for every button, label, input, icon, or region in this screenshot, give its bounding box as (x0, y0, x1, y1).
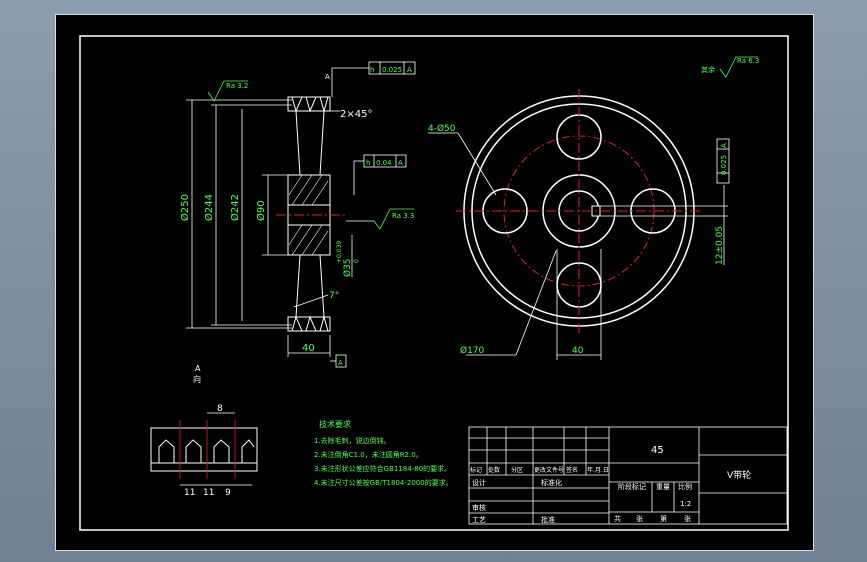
tol-frame-top (331, 61, 416, 97)
tol-mid-datum: A (398, 159, 403, 167)
tb-h-5: 年.月.日 (587, 466, 609, 474)
groove-dim-lines (180, 412, 252, 486)
cad-drawing: Ø250 Ø244 Ø242 Ø90 Ø35 +0.039 0 40 7° 2×… (79, 35, 789, 531)
roughness-bore: Ra 3.3 (392, 212, 414, 220)
front-dim-lines (428, 132, 728, 360)
section-view (287, 96, 331, 332)
tol-top-symbol: h (370, 66, 374, 74)
tol-frame-right (716, 138, 730, 184)
tb-approve: 批准 (541, 515, 555, 524)
rim-top (287, 96, 331, 112)
tol-mid-symbol: h (366, 159, 370, 167)
tb-weight-label: 重量 (656, 483, 670, 491)
note-1: 1.去除毛刺，锐边倒钝。 (314, 436, 391, 445)
dim-bore-tol-lower: 0 (353, 259, 360, 263)
tb-sheet-no: 第 (660, 514, 667, 523)
dim-hub: 40 (572, 346, 584, 356)
note-4: 4.未注尺寸公差按GB/T1804-2000的要求。 (314, 478, 453, 487)
roughness-general-prefix: 其余 (701, 65, 715, 74)
tb-material: 45 (651, 445, 664, 456)
note-2: 2.未注倒角C1.0，未注圆角R2.0。 (314, 450, 423, 459)
cad-viewport[interactable]: Ø250 Ø244 Ø242 Ø90 Ø35 +0.039 0 40 7° 2×… (55, 14, 814, 551)
dim-holes: 4-Ø50 (428, 123, 456, 134)
dim-bore-tol-upper: +0.039 (336, 241, 343, 263)
roughness-general-icon (719, 56, 758, 78)
groove-dim-0: 8 (217, 404, 223, 414)
section-label-a: A (195, 364, 201, 373)
roughness-top-icon (207, 80, 248, 102)
section-hatching (288, 174, 329, 256)
dim-d244: Ø244 (203, 194, 215, 221)
dim-bore: Ø35 (342, 258, 353, 277)
datum-a-label: A (338, 359, 343, 367)
groove-dim-3: 9 (225, 488, 231, 498)
angle-leader (293, 294, 329, 308)
section-mark-a: A (325, 73, 330, 81)
roughness-general: Ra 6.3 (737, 57, 759, 65)
dim-keyway: 12±0.05 (715, 226, 725, 265)
tb-sheet-total: 共 (614, 514, 621, 523)
roughness-top: Ra 3.2 (226, 82, 248, 90)
dim-d250: Ø250 (179, 194, 191, 221)
section-label-dir: 向 (193, 374, 201, 384)
tb-scale-label: 比例 (678, 482, 692, 491)
section-dim-lines (186, 99, 353, 357)
dim-d242: Ø242 (229, 194, 241, 221)
dim-width: 40 (302, 343, 315, 354)
tb-process: 工艺 (472, 516, 486, 524)
grooves-bottom (291, 315, 329, 332)
tb-h-4: 签名 (566, 466, 578, 474)
note-3: 3.未注形状公差应符合GB1184-80的要求。 (314, 464, 451, 473)
front-view (456, 89, 702, 333)
tb-standardize: 标准化 (541, 478, 562, 487)
groove-dim-2: 11 (203, 488, 214, 498)
groove-detail (150, 427, 258, 472)
dim-d90: Ø90 (255, 200, 267, 221)
tb-h-0: 标记 (470, 466, 482, 474)
grooves-top (291, 96, 329, 113)
tol-mid-value: 0.04 (376, 159, 392, 167)
groove-centerlines (179, 420, 236, 479)
tb-design: 设计 (472, 478, 486, 487)
tb-h-3: 更改文件号 (534, 466, 564, 474)
web-lower (295, 254, 325, 318)
datum-a (330, 354, 347, 368)
tb-stage-label: 阶段标记 (618, 482, 646, 491)
roughness-bore-icon (373, 208, 414, 230)
title-block (468, 426, 788, 525)
dim-angle: 7° (329, 291, 339, 301)
tb-part-name: V带轮 (727, 469, 751, 481)
web-upper (295, 110, 325, 176)
tb-sheet-label2: 张 (684, 514, 691, 523)
tb-review: 审核 (472, 503, 486, 512)
rim-bottom (287, 316, 331, 332)
dim-pcd: Ø170 (460, 345, 485, 356)
tol-frame-mid (353, 154, 407, 195)
notes-heading: 技术要求 (319, 419, 351, 429)
drawing-border (79, 35, 789, 531)
tb-h-2: 分区 (511, 466, 523, 474)
tb-scale-value: 1:2 (680, 500, 691, 508)
chamfer-label: 2×45° (340, 109, 372, 120)
tb-sheet-label: 张 (636, 514, 643, 523)
tol-right-value: 0.025 (720, 155, 728, 175)
tol-top-datum: A (407, 66, 412, 74)
tb-h-1: 处数 (488, 466, 500, 474)
tol-right-datum: A (720, 143, 728, 148)
groove-dim-1: 11 (184, 488, 195, 498)
tol-top-value: 0.025 (382, 66, 402, 74)
